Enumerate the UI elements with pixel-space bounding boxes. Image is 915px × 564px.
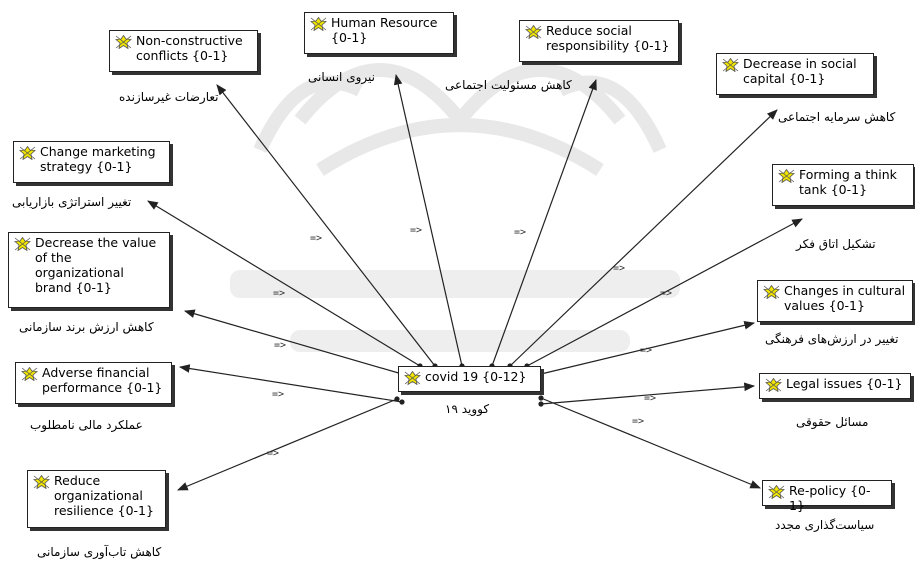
node-repolicy[interactable]: Re-policy {0-1} [762, 480, 892, 513]
edge-social-cap [509, 109, 778, 367]
node-label: Reduce organizational resilience {0-1} [54, 473, 154, 518]
concept-icon [21, 366, 38, 382]
node-human[interactable]: Human Resource {0-1} [304, 12, 454, 54]
node-label: Legal issues {0-1} [786, 376, 903, 391]
node-brand[interactable]: Decrease the value of the organizational… [8, 232, 170, 308]
node-fa-label: تغییر در ارزش‌های فرهنگی [765, 332, 899, 346]
node-label: Forming a think tank {0-1} [799, 167, 897, 197]
node-label: Reduce social responsibility {0-1} [546, 23, 670, 53]
node-nonconstructive[interactable]: Non-constructive conflicts {0-1} [109, 30, 258, 72]
node-label: Changes in cultural values {0-1} [784, 283, 906, 313]
edge-marketing [147, 200, 421, 367]
node-label: Change marketing strategy {0-1} [40, 144, 156, 174]
edge-label: => [640, 345, 653, 356]
node-label: Human Resource {0-1} [331, 15, 438, 45]
edge-label: => [632, 416, 645, 427]
node-marketing[interactable]: Change marketing strategy {0-1} [13, 141, 170, 183]
node-fa-label: مسائل حقوقی [796, 415, 869, 429]
node-covid-center[interactable]: covid 19 {0-12} [398, 366, 541, 392]
concept-icon [310, 16, 327, 32]
edge-cultural [540, 321, 756, 375]
node-fa-label: کووید ۱۹ [445, 402, 490, 416]
node-label: Non-constructive conflicts {0-1} [136, 33, 243, 63]
edge-brand [183, 309, 403, 375]
edge-label: => [660, 288, 673, 299]
node-fa-label: تشکیل اتاق فکر [796, 237, 876, 251]
concept-icon [722, 57, 739, 73]
node-social-resp[interactable]: Reduce social responsibility {0-1} [519, 20, 679, 62]
concept-icon [33, 474, 50, 490]
edge-legal [540, 382, 756, 405]
node-label: Re-policy {0-1} [789, 483, 871, 513]
node-fa-label: کاهش مسئولیت اجتماعی [445, 78, 572, 92]
node-label: Adverse financial performance {0-1} [42, 365, 163, 395]
concept-icon [763, 284, 780, 300]
edge-nonconstructive [216, 84, 436, 367]
concept-icon [404, 370, 421, 386]
concept-icon [525, 24, 542, 40]
edge-label: => [410, 225, 423, 236]
edge-label: => [273, 288, 286, 299]
node-fa-label: تعارضات غیرسازنده [119, 90, 219, 104]
concept-icon [768, 484, 785, 500]
concept-icon [778, 168, 795, 184]
node-label: covid 19 {0-12} [425, 369, 527, 384]
edge-repolicy [540, 397, 761, 489]
edge-label: => [644, 393, 657, 404]
concept-icon [765, 377, 782, 393]
node-fa-label: عملکرد مالی نامطلوب [30, 418, 143, 432]
edge-label: => [613, 263, 626, 274]
concept-icon [14, 236, 31, 252]
node-fa-label: تغییر استراتژی بازاریابی [12, 195, 132, 209]
edge-resilience [177, 398, 398, 491]
edge-label: => [514, 227, 527, 238]
node-fa-label: کاهش ارزش برند سازمانی [19, 320, 154, 334]
edge-label: => [274, 340, 287, 351]
node-fa-label: نیروی انسانی [308, 70, 375, 84]
edge-label: => [272, 389, 285, 400]
edge-social-resp [491, 78, 597, 367]
node-think-tank[interactable]: Forming a think tank {0-1} [772, 164, 914, 206]
node-fa-label: سیاست‌گذاری مجدد [775, 518, 875, 532]
concept-icon [19, 145, 36, 161]
edge-label: => [310, 233, 323, 244]
node-resilience[interactable]: Reduce organizational resilience {0-1} [27, 470, 166, 528]
node-social-cap[interactable]: Decrease in social capital {0-1} [716, 53, 874, 95]
node-cultural[interactable]: Changes in cultural values {0-1} [757, 280, 913, 322]
node-label: Decrease in social capital {0-1} [743, 56, 857, 86]
edge-financial [178, 364, 403, 403]
concept-icon [115, 34, 132, 50]
node-label: Decrease the value of the organizational… [35, 235, 157, 295]
edge-human [393, 73, 463, 367]
edge-label: => [267, 448, 280, 459]
edge-think-tank [526, 218, 803, 367]
node-fa-label: کاهش تاب‌آوری سازمانی [37, 545, 162, 559]
node-financial[interactable]: Adverse financial performance {0-1} [15, 362, 172, 404]
node-fa-label: کاهش سرمایه اجتماعی [778, 110, 896, 124]
node-legal[interactable]: Legal issues {0-1} [759, 373, 911, 399]
